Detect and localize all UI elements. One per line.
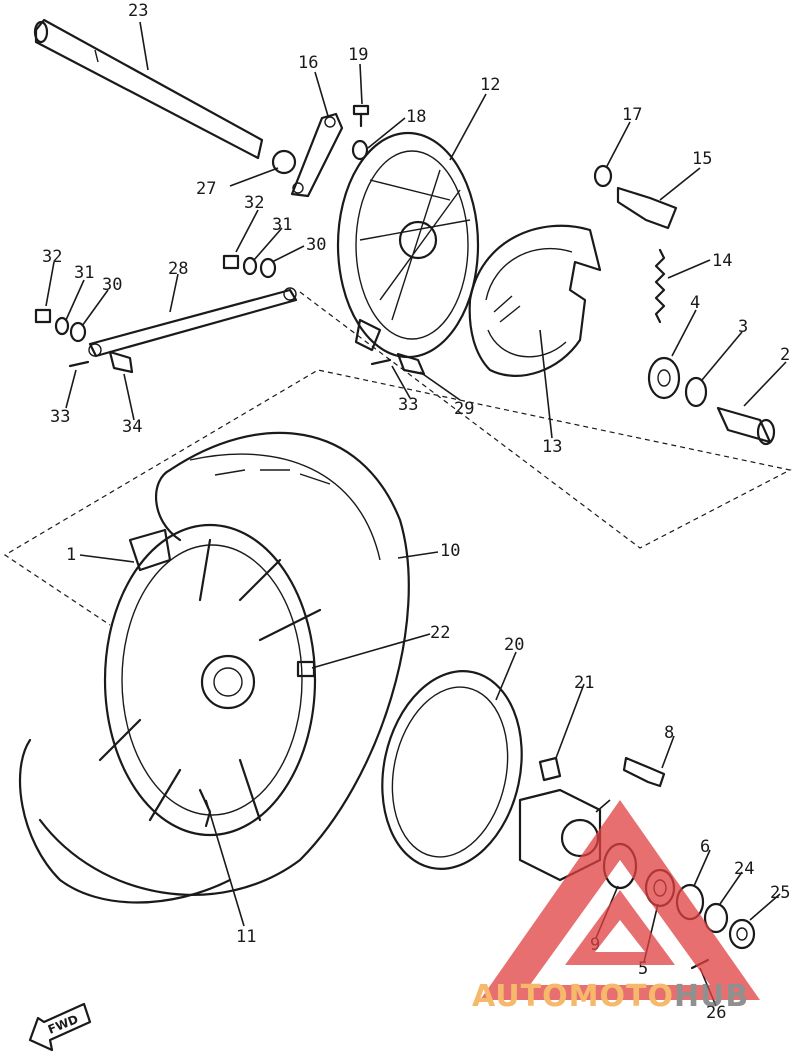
label-15: 15: [692, 149, 712, 169]
label-11: 11: [236, 927, 256, 947]
watermark-triangle-icon: [480, 800, 760, 1000]
bolt: [352, 104, 370, 128]
label-1: 1: [66, 545, 76, 565]
nut: [222, 254, 240, 270]
side-bolt: [622, 756, 666, 788]
collar: [716, 406, 776, 446]
label-12: 12: [480, 75, 500, 95]
torque-rod: [88, 287, 298, 358]
label-18: 18: [406, 107, 426, 127]
plain-washer: [69, 321, 87, 343]
watermark-hub: HUB: [674, 979, 749, 1014]
cam-washer: [593, 164, 613, 188]
assembly-boundary: [3, 291, 792, 626]
plain-washer: [259, 257, 277, 279]
label-33-left: 33: [50, 407, 70, 427]
label-5: 5: [638, 959, 648, 979]
label-6: 6: [700, 837, 710, 857]
axle-nut: [728, 918, 756, 950]
label-34: 34: [122, 417, 142, 437]
spoke-clip: [296, 660, 316, 678]
svg-text:AUTOMOTOHUB: AUTOMOTOHUB: [472, 979, 749, 1014]
brake-plate: [336, 131, 480, 359]
label-16: 16: [298, 53, 318, 73]
washer: [351, 139, 369, 161]
label-31-upper: 31: [272, 215, 292, 235]
label-14: 14: [712, 251, 732, 271]
watermark-moto: MOTO: [569, 979, 674, 1014]
lock-washer: [242, 256, 258, 276]
label-33-right: 33: [398, 395, 418, 415]
shoe-spring: [654, 248, 666, 324]
label-29: 29: [454, 399, 474, 419]
label-20: 20: [504, 635, 524, 655]
label-26: 26: [706, 1003, 726, 1023]
label-10: 10: [440, 541, 460, 561]
hub-bolt: [538, 756, 562, 782]
label-13: 13: [542, 437, 562, 457]
label-19: 19: [348, 45, 368, 65]
label-21: 21: [574, 673, 594, 693]
label-3: 3: [738, 317, 748, 337]
bearing: [647, 356, 681, 400]
brake-shoes: [468, 224, 602, 377]
label-30-upper: 30: [306, 235, 326, 255]
nut: [34, 308, 52, 324]
label-27: 27: [196, 179, 216, 199]
label-24: 24: [734, 859, 754, 879]
rim-band: [381, 670, 523, 870]
lock-washer: [54, 316, 70, 336]
spacer-washer: [271, 149, 297, 175]
label-8: 8: [664, 723, 674, 743]
label-28: 28: [168, 259, 188, 279]
cotter-pin: [68, 360, 90, 368]
label-2: 2: [780, 345, 790, 365]
label-25: 25: [770, 883, 790, 903]
label-23: 23: [128, 1, 148, 21]
thrust-washer: [703, 902, 729, 934]
cotter-pin: [370, 358, 392, 366]
label-30-lower: 30: [102, 275, 122, 295]
forward-arrow: FWD: [28, 1002, 92, 1052]
watermark-logo: AUTOMOTOHUB: [472, 800, 760, 1014]
brake-cam: [616, 186, 678, 230]
label-22: 22: [430, 623, 450, 643]
watermark-auto: AUTO: [472, 979, 569, 1014]
cam-lever: [290, 112, 344, 198]
leader-lines: [45, 21, 787, 1007]
bearing-washer: [684, 376, 708, 408]
rod-bolt: [108, 350, 134, 374]
label-31-lower: 31: [74, 263, 94, 283]
label-4: 4: [690, 293, 700, 313]
label-32-upper: 32: [244, 193, 264, 213]
label-17: 17: [622, 105, 642, 125]
label-32-lower: 32: [42, 247, 62, 267]
wheel-tire: [18, 431, 410, 904]
axle: [33, 18, 264, 160]
part-labels: 23 16 19 18 12 17 15 27 32 31 30 32 31 3…: [42, 1, 790, 1023]
